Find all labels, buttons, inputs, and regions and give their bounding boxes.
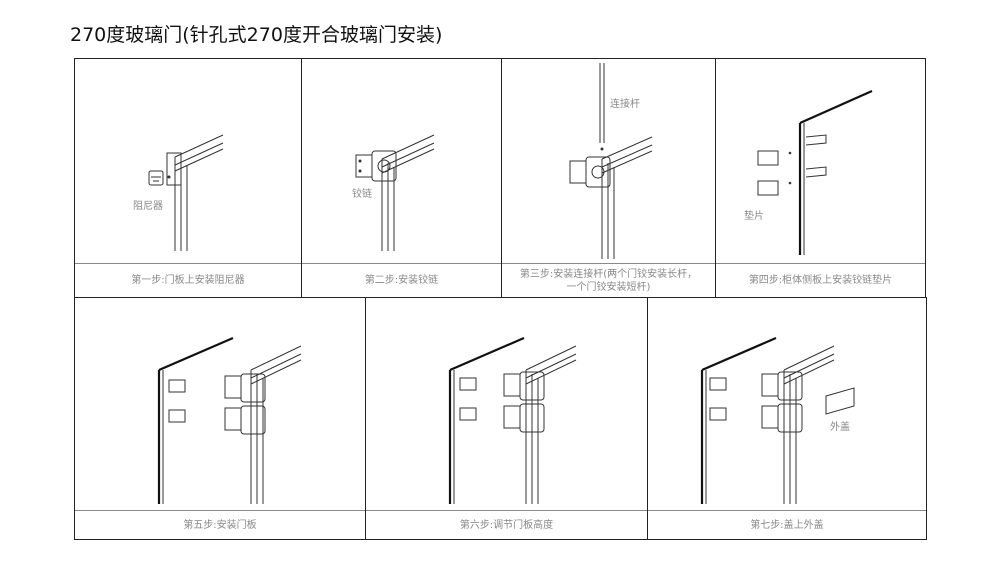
glass-door-frame-drawing (250, 345, 302, 504)
hinge-parts-drawing (168, 373, 266, 435)
step-2-caption: 第二步:安装铰链 (364, 275, 439, 286)
step-6-illustration (448, 336, 577, 504)
step-2-caption-box: 第二步:安装铰链 (302, 263, 501, 297)
glass-door-frame-drawing (166, 134, 224, 251)
step-6-caption-box: 第六步:调节门板高度 (366, 510, 647, 539)
glass-door-frame-drawing (783, 345, 835, 504)
damper-part-drawing (148, 170, 171, 186)
step-3-panel: 连接杆 第三步:安装连接杆(两个门铰安装长杆，一个门铰安装短杆) (501, 58, 716, 298)
glass-door-frame-drawing (601, 136, 653, 259)
step-3-caption: 第三步:安装连接杆(两个门铰安装长杆，一个门铰安装短杆) (519, 268, 698, 293)
glass-door-frame-drawing (525, 345, 577, 504)
hinge-part-drawing (355, 150, 397, 182)
cover-label: 外盖 (830, 420, 850, 433)
step-3-illustration: 连接杆 (569, 63, 653, 259)
step-7-caption-box: 第七步:盖上外盖 (648, 510, 926, 539)
step-4-caption: 第四步:柜体侧板上安装铰链垫片 (748, 275, 893, 286)
connecting-rod-label: 连接杆 (610, 97, 640, 110)
step-7-illustration: 外盖 (700, 336, 855, 504)
connecting-rod-drawing (599, 63, 605, 151)
step-1-illustration: 阻尼器 (133, 134, 224, 251)
glass-door-frame-drawing (381, 134, 435, 251)
hinge-pad-drawing (757, 150, 792, 196)
hinge-parts-drawing (459, 371, 545, 433)
hinge-label: 铰链 (352, 187, 372, 200)
step-7-panel: 外盖 第七步:盖上外盖 (647, 297, 927, 540)
damper-label: 阻尼器 (133, 200, 163, 212)
step-4-illustration: 垫片 (744, 89, 873, 255)
step-4-panel: 垫片 第四步:柜体侧板上安装铰链垫片 (715, 58, 926, 298)
step-6-caption: 第六步:调节门板高度 (459, 519, 554, 531)
step-2-illustration: 铰链 (352, 134, 435, 251)
step-4-caption-box: 第四步:柜体侧板上安装铰链垫片 (716, 263, 925, 297)
hinge-parts-drawing (709, 371, 803, 433)
hinge-part-drawing (569, 156, 611, 188)
page-title: 270度玻璃门(针孔式270度开合玻璃门安装) (70, 24, 443, 46)
step-5-caption: 第五步:安装门板 (183, 519, 257, 531)
cabinet-side-panel-drawing (700, 336, 777, 504)
step-5-caption-box: 第五步:安装门板 (75, 510, 365, 539)
step-7-caption: 第七步:盖上外盖 (750, 519, 824, 531)
step-5-illustration (157, 336, 302, 504)
step-5-panel: 第五步:安装门板 (74, 297, 366, 540)
cabinet-side-panel-drawing (798, 89, 873, 255)
step-1-caption: 第一步:门板上安装阻尼器 (131, 275, 245, 286)
step-3-caption-box: 第三步:安装连接杆(两个门铰安装长杆，一个门铰安装短杆) (502, 263, 715, 297)
step-2-panel: 铰链 第二步:安装铰链 (301, 58, 502, 298)
cabinet-side-panel-drawing (157, 336, 234, 504)
pad-label: 垫片 (744, 209, 764, 222)
cabinet-side-panel-drawing (448, 336, 525, 504)
step-1-caption-box: 第一步:门板上安装阻尼器 (75, 263, 301, 297)
outer-cover-drawing (825, 387, 855, 415)
step-6-panel: 第六步:调节门板高度 (365, 297, 648, 540)
step-1-panel: 阻尼器 第一步:门板上安装阻尼器 (74, 58, 302, 298)
